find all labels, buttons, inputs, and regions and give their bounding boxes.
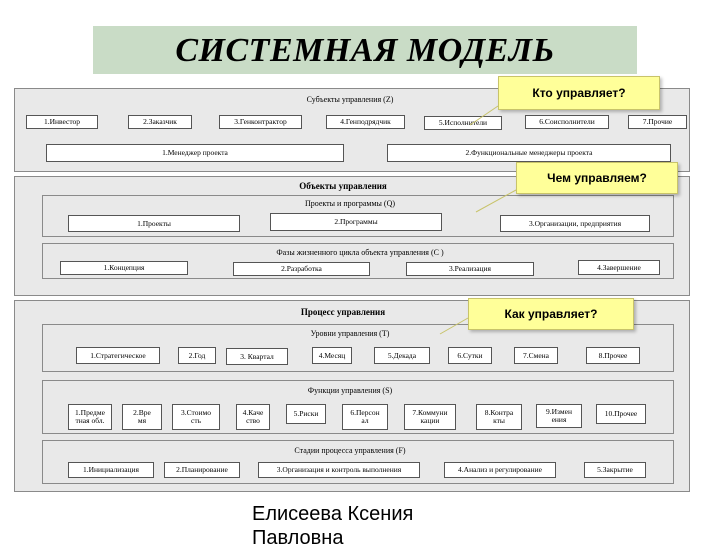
what-managed-callout: Чем управляем?: [516, 162, 678, 194]
function-box: 2.Вре мя: [122, 404, 162, 430]
level-box: 4.Месяц: [312, 347, 352, 364]
subject-box: 1.Инвестор: [26, 115, 98, 129]
function-box: 5.Риски: [286, 404, 326, 424]
project-box: 1.Проекты: [68, 215, 240, 232]
how-pointer-line: [439, 317, 469, 335]
subject-box: 2.Заказчик: [128, 115, 192, 129]
phase-box: 1.Концепция: [60, 261, 188, 275]
manager-box: 1.Менеджер проекта: [46, 144, 344, 162]
level-box: 5.Декада: [374, 347, 430, 364]
stage-box: 4.Анализ и регулирование: [444, 462, 556, 478]
project-box: 2.Программы: [270, 213, 442, 231]
function-box: 10.Прочее: [596, 404, 646, 424]
subject-box: 6.Соисполнители: [525, 115, 609, 129]
subject-box: 5.Исполнители: [424, 116, 502, 130]
stage-box: 3.Организация и контроль выполнения: [258, 462, 420, 478]
function-box: 3.Стоимо сть: [172, 404, 220, 430]
function-box: 4.Каче ство: [236, 404, 270, 430]
stage-box: 2.Планирование: [164, 462, 240, 478]
level-box: 2.Год: [178, 347, 216, 364]
title-bar: СИСТЕМНАЯ МОДЕЛЬ: [93, 26, 637, 74]
manager-box: 2.Функциональные менеджеры проекта: [387, 144, 671, 162]
what-pointer-line: [475, 189, 517, 213]
subjects-header: Субъекты управления (Z): [306, 95, 394, 104]
level-box: 3. Квартал: [226, 348, 288, 365]
who-manages-callout: Кто управляет?: [498, 76, 660, 110]
function-box: 1.Предме тная обл.: [68, 404, 112, 430]
level-box: 1.Стратегическое: [76, 347, 160, 364]
level-box: 7.Смена: [514, 347, 558, 364]
levels-header: Уровни управления (Т): [310, 329, 390, 338]
phases-header: Фазы жизненного цикла объекта управления…: [276, 248, 444, 257]
stage-box: 5.Закрытие: [584, 462, 646, 478]
projects-header: Проекты и программы (Q): [304, 199, 396, 208]
function-box: 8.Контра кты: [476, 404, 522, 430]
stages-header: Стадии процесса управления (F): [294, 446, 406, 455]
phase-box: 2.Разработка: [233, 262, 370, 276]
author-name: Елисеева Ксения Павловна: [252, 503, 414, 549]
level-box: 6.Сутки: [448, 347, 492, 364]
level-box: 8.Прочее: [586, 347, 640, 364]
page-title: СИСТЕМНАЯ МОДЕЛЬ: [175, 32, 555, 69]
function-box: 7.Коммуни кации: [404, 404, 456, 430]
how-manages-callout: Как управляет?: [468, 298, 634, 330]
phase-box: 4.Завершение: [578, 260, 660, 275]
function-box: 9.Измен ения: [536, 404, 582, 428]
project-box: 3.Организации, предприятия: [500, 215, 650, 232]
subject-box: 4.Генподрядчик: [326, 115, 405, 129]
stage-box: 1.Инициализация: [68, 462, 154, 478]
objects-header: Объекты управления: [299, 181, 387, 191]
process-header: Процесс управления: [300, 307, 386, 317]
function-box: 6.Персон ал: [342, 404, 388, 430]
subject-box: 3.Генконтрактор: [219, 115, 302, 129]
who-pointer-line: [469, 105, 499, 126]
subject-box: 7.Прочие: [628, 115, 687, 129]
phase-box: 3.Реализация: [406, 262, 534, 276]
functions-header: Функции управления (S): [307, 386, 393, 395]
